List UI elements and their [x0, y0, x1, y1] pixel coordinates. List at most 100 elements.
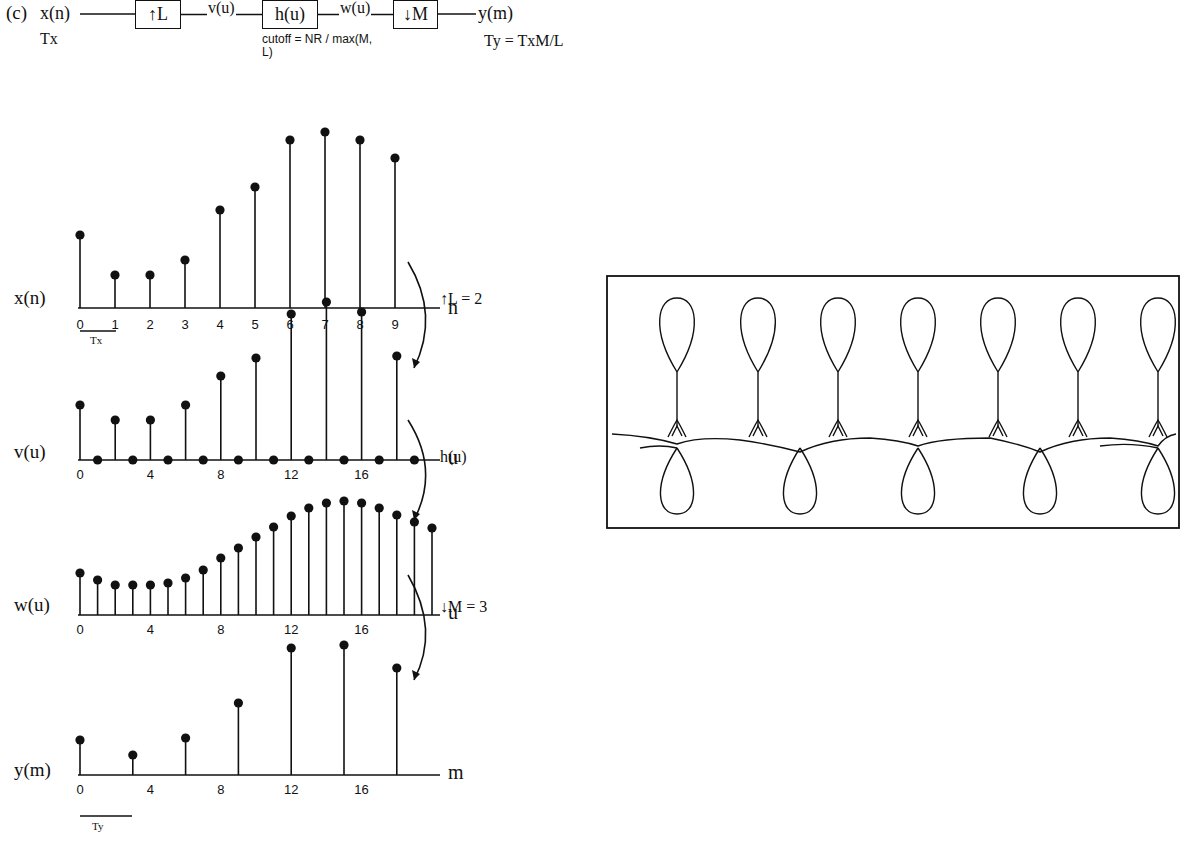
sample-dot — [146, 415, 155, 424]
tick-label: 0 — [76, 783, 83, 797]
sample-dot — [392, 510, 401, 519]
period-marker — [80, 330, 116, 332]
neuron-shape — [901, 448, 934, 514]
neuron-shape — [741, 298, 776, 372]
sample-dot — [251, 532, 260, 541]
stem — [185, 578, 187, 615]
tick-label: 16 — [354, 623, 368, 637]
stem — [255, 537, 257, 615]
neuron-shape — [672, 426, 682, 436]
period-label: Tx — [40, 30, 58, 48]
stem — [378, 508, 380, 615]
tick-label: 12 — [284, 468, 298, 482]
stem — [202, 570, 204, 615]
tick-label: 4 — [147, 623, 154, 637]
neuron-shape — [749, 420, 767, 437]
sample-dot — [410, 517, 419, 526]
tick-label: 16 — [354, 468, 368, 482]
arrow-head — [412, 358, 420, 368]
sample-dot — [357, 498, 366, 507]
operation-label: ↑L = 2 — [440, 290, 482, 308]
stem — [185, 405, 187, 460]
stem — [114, 275, 116, 308]
sample-dot — [128, 580, 137, 589]
neuron-shape — [901, 298, 936, 372]
process-box: ↓M — [393, 0, 438, 29]
transition-arrow — [408, 575, 426, 680]
sample-dot — [251, 353, 260, 362]
sample-dot — [287, 643, 296, 652]
sample-dot — [199, 565, 208, 574]
sample-dot — [355, 135, 364, 144]
plot-name: y(m) — [14, 760, 51, 781]
period-label: Ty = TxM/L — [484, 32, 564, 50]
tick-label: 8 — [217, 623, 224, 637]
stem — [289, 140, 291, 308]
stem — [150, 420, 152, 460]
sample-dot — [111, 415, 120, 424]
plot-name: x(n) — [14, 288, 46, 309]
period-marker — [80, 815, 132, 817]
sample-dot — [285, 135, 294, 144]
sample-dot — [250, 182, 259, 191]
sample-dot — [375, 503, 384, 512]
neuron-shape — [1061, 298, 1096, 372]
tick-label: 12 — [284, 783, 298, 797]
sample-dot — [93, 455, 102, 464]
sample-dot — [75, 230, 84, 239]
tick-label: 8 — [217, 783, 224, 797]
stem — [290, 314, 292, 460]
sample-dot — [181, 573, 190, 582]
transition-arrow — [408, 420, 426, 520]
box-text: h(u) — [275, 4, 305, 25]
neuron-shape — [660, 448, 693, 514]
stem — [343, 645, 345, 775]
stem — [114, 420, 116, 460]
neuron-shape — [783, 448, 816, 514]
tick-label: 1 — [111, 318, 118, 332]
stem — [149, 275, 151, 308]
tick-label: 2 — [146, 318, 153, 332]
signal-name: v(u) — [207, 0, 236, 16]
sample-dot — [216, 553, 225, 562]
stem — [394, 158, 396, 308]
stem — [220, 558, 222, 615]
sample-dot — [75, 735, 84, 744]
stem — [238, 548, 240, 615]
box-text: ↓M — [403, 4, 428, 25]
stem — [290, 648, 292, 775]
axis-name: m — [448, 761, 464, 783]
sample-dot — [75, 400, 84, 409]
sample-dot — [146, 580, 155, 589]
sample-dot — [234, 543, 243, 552]
tick-label: 3 — [181, 318, 188, 332]
sample-dot — [322, 297, 331, 306]
stem — [326, 503, 328, 615]
sample-dot — [410, 455, 419, 464]
sample-dot — [304, 455, 313, 464]
neuron-shape — [1023, 448, 1056, 514]
sample-dot — [216, 371, 225, 380]
sample-dot — [181, 400, 190, 409]
neuron-shape — [909, 420, 927, 437]
sample-dot — [145, 270, 154, 279]
stem — [308, 508, 310, 615]
neuron-shape — [753, 426, 763, 436]
sample-dot — [180, 255, 189, 264]
stem — [167, 583, 169, 615]
stem — [254, 187, 256, 308]
input-line — [80, 13, 135, 15]
stem — [273, 527, 275, 615]
neuron-shape — [1069, 420, 1087, 437]
sample-dot — [339, 496, 348, 505]
stem — [290, 516, 292, 615]
neuron-shape — [1073, 426, 1083, 436]
stem — [431, 528, 433, 615]
sample-dot — [163, 455, 172, 464]
sample-dot — [392, 351, 401, 360]
neuron-shape — [981, 298, 1016, 372]
neuron-shape — [1141, 448, 1174, 514]
sample-dot — [375, 455, 384, 464]
